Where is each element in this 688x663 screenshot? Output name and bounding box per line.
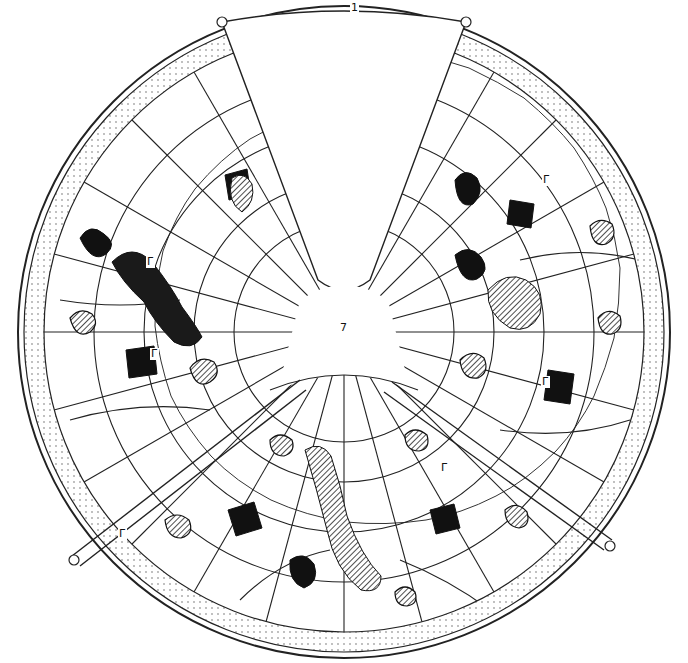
callout-letter: Г (440, 462, 449, 474)
callout-letter: Г (146, 256, 155, 268)
callout-letter: Г (150, 348, 159, 360)
figure-number: 1 (350, 2, 359, 14)
callout-letter: Г (542, 174, 551, 186)
callout-letter: 7 (339, 322, 348, 334)
callout-letter: Г (118, 528, 127, 540)
callout-letter: Г (541, 376, 550, 388)
